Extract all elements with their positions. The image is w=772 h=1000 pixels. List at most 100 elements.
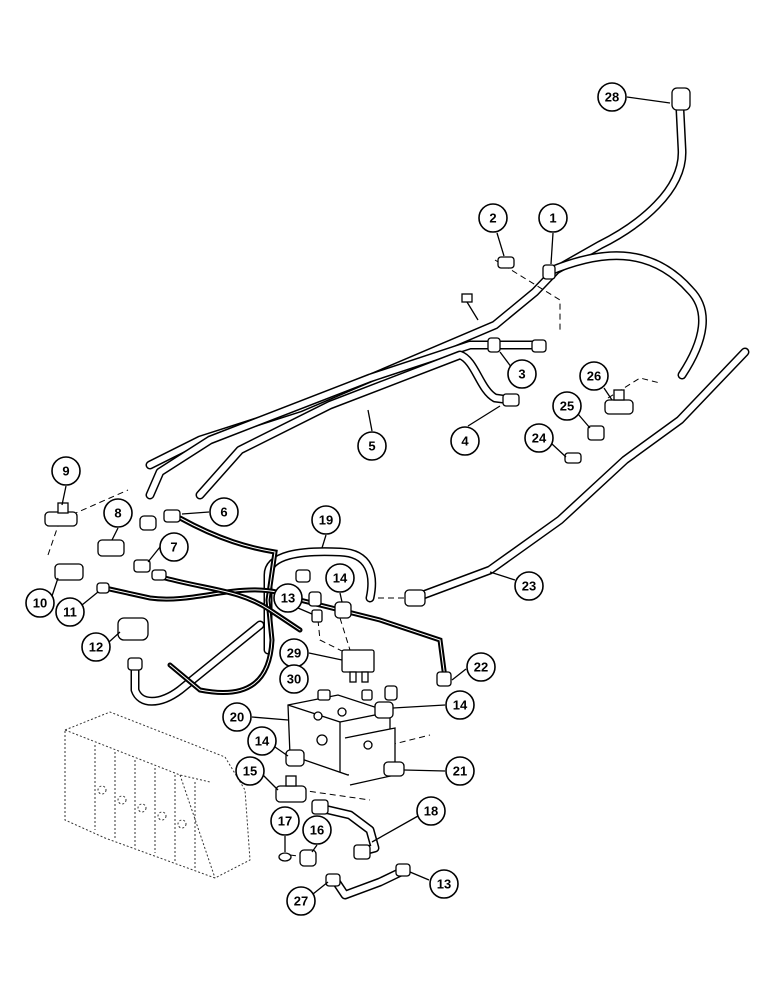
nut-25 <box>587 425 605 441</box>
tube-23 <box>410 347 750 603</box>
callout-4: 4 <box>450 426 480 456</box>
callout-circle <box>222 702 252 732</box>
nut-11 <box>96 582 110 594</box>
callout-number: 11 <box>63 605 77 620</box>
callout-circle <box>416 796 446 826</box>
callout-number: 5 <box>368 439 375 454</box>
callout-circle <box>450 426 480 456</box>
callout-number: 12 <box>89 640 103 655</box>
callout-circle <box>466 652 496 682</box>
callout-9: 9 <box>51 456 81 486</box>
clamp-1 <box>542 264 556 280</box>
callout-14: 14 <box>445 690 475 720</box>
callout-number: 26 <box>587 369 601 384</box>
callout-15: 15 <box>235 756 265 786</box>
callout-29: 29 <box>279 638 309 668</box>
callout-23: 23 <box>514 571 544 601</box>
callout-circle <box>286 886 316 916</box>
callout-circle <box>478 203 508 233</box>
callout-circle <box>325 563 355 593</box>
callout-number: 16 <box>310 823 324 838</box>
callout-11: 11 <box>55 597 85 627</box>
callout-28: 28 <box>597 82 627 112</box>
o-ring-17 <box>278 852 292 862</box>
callout-22: 22 <box>466 652 496 682</box>
callout-circle <box>514 571 544 601</box>
callout-circle <box>445 690 475 720</box>
callout-circle <box>25 588 55 618</box>
control-valve-bank <box>64 711 251 879</box>
callout-number: 21 <box>453 764 467 779</box>
callout-circle <box>429 869 459 899</box>
tube-28 <box>145 105 687 470</box>
callout-circle <box>538 203 568 233</box>
callout-3: 3 <box>507 359 537 389</box>
callout-number: 15 <box>243 764 257 779</box>
callout-circle <box>81 632 111 662</box>
callout-circle <box>311 505 341 535</box>
callout-number: 20 <box>230 710 244 725</box>
tee-10 <box>54 563 84 581</box>
fitting-13-lower <box>395 863 411 877</box>
callout-number: 24 <box>532 431 547 446</box>
bolt <box>461 293 473 303</box>
fitting-2 <box>497 256 515 269</box>
callout-8: 8 <box>103 498 133 528</box>
callout-number: 18 <box>424 804 438 819</box>
callout-circle <box>445 756 475 786</box>
callout-1: 1 <box>538 203 568 233</box>
callout-18: 18 <box>416 796 446 826</box>
callout-number: 9 <box>62 464 69 479</box>
callout-14: 14 <box>247 726 277 756</box>
fitting-7 <box>133 559 151 573</box>
callout-number: 2 <box>489 211 496 226</box>
callout-24: 24 <box>524 423 554 453</box>
tee-15 <box>275 785 307 803</box>
adapter-24 <box>564 452 582 464</box>
callout-number: 13 <box>281 591 295 606</box>
callout-20: 20 <box>222 702 252 732</box>
callout-circle <box>507 359 537 389</box>
callout-number: 25 <box>560 399 574 414</box>
callout-circle <box>55 597 85 627</box>
callout-number: 8 <box>114 506 121 521</box>
callout-26: 26 <box>579 361 609 391</box>
callout-circle <box>270 806 300 836</box>
elbow-21 <box>383 761 405 777</box>
callout-number: 23 <box>522 579 536 594</box>
fitting-30 <box>317 689 331 701</box>
callout-7: 7 <box>159 532 189 562</box>
callout-number: 22 <box>474 660 488 675</box>
callout-number: 29 <box>287 646 301 661</box>
callout-2: 2 <box>478 203 508 233</box>
switch-29 <box>341 649 375 673</box>
callout-13: 13 <box>429 869 459 899</box>
callout-27: 27 <box>286 886 316 916</box>
callout-circle <box>209 497 239 527</box>
elbow-12 <box>117 617 149 641</box>
callout-30: 30 <box>279 664 309 694</box>
hoses <box>102 515 448 696</box>
callout-circle <box>159 532 189 562</box>
fitting-27 <box>325 873 341 887</box>
callout-19: 19 <box>311 505 341 535</box>
leader-lines <box>51 96 671 895</box>
callout-number: 3 <box>518 367 525 382</box>
callout-number: 19 <box>319 513 333 528</box>
tee-26 <box>604 399 634 415</box>
callout-13: 13 <box>273 583 303 613</box>
callout-number: 6 <box>220 505 227 520</box>
callout-number: 1 <box>549 211 556 226</box>
fitting-22 <box>436 671 452 687</box>
tube-loop <box>543 251 707 380</box>
callout-number: 14 <box>333 571 348 586</box>
callout-number: 13 <box>437 877 451 892</box>
elbow-14-left <box>285 749 305 767</box>
union-8 <box>97 539 125 557</box>
callout-10: 10 <box>25 588 55 618</box>
callout-number: 10 <box>33 596 47 611</box>
callout-circle <box>524 423 554 453</box>
callout-6: 6 <box>209 497 239 527</box>
fittings <box>44 87 691 887</box>
